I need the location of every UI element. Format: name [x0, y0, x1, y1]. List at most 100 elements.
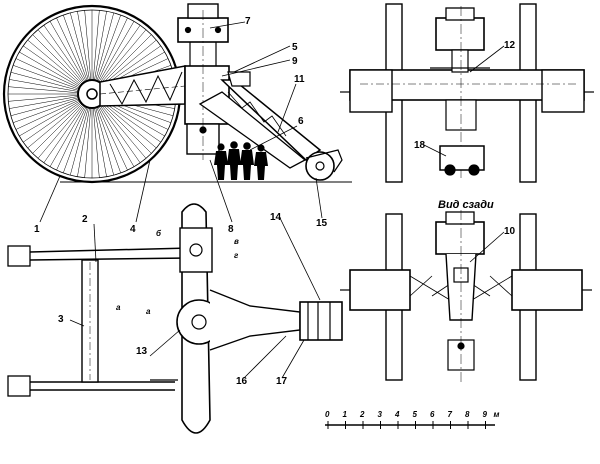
wheel-spoke	[96, 14, 121, 81]
section-letter-b: б	[156, 229, 162, 238]
callout-11: 11	[294, 74, 305, 85]
scale-tick-label: 9	[483, 410, 488, 419]
scale-tick-label: 1	[343, 410, 348, 419]
wheel-spoke	[12, 65, 79, 90]
section-letter-a-left: а	[116, 303, 121, 312]
wheel-spoke	[43, 105, 85, 163]
callout-13: 13	[136, 346, 148, 357]
scale-tick-label: 7	[448, 410, 453, 419]
wheel-spoke	[9, 79, 79, 92]
wheel-spoke	[10, 72, 79, 91]
wheel-spoke	[70, 107, 89, 176]
wheel-spoke	[100, 29, 147, 84]
wheel-spoke	[8, 86, 79, 94]
wheel-spoke	[92, 107, 100, 178]
wheel-spoke	[95, 107, 114, 176]
wheel-spoke	[97, 17, 128, 82]
scale-tick-label: 8	[465, 410, 470, 419]
callout-2: 2	[82, 214, 88, 225]
callout-9: 9	[292, 56, 298, 67]
callout-8: 8	[228, 224, 234, 235]
wheel-spoke	[27, 102, 82, 149]
central-tower	[177, 3, 230, 160]
wheel-spoke	[102, 102, 157, 149]
wheel-spoke	[8, 94, 79, 102]
wheel-spoke	[37, 29, 84, 84]
callout-5: 5	[292, 42, 298, 53]
wheel-spoke	[84, 107, 92, 178]
wheel-spoke	[99, 105, 141, 163]
inclined-boom	[198, 71, 322, 169]
callout-7: 7	[245, 16, 251, 27]
wheel-spoke	[99, 25, 141, 83]
wheel-spoke	[77, 107, 90, 177]
callout-15: 15	[316, 218, 328, 229]
scale-tick-label: 0	[325, 410, 330, 419]
wheel-spoke	[27, 39, 82, 86]
small-rear-wheel	[305, 149, 343, 181]
wheel-spoke	[96, 107, 121, 174]
wheel-spoke	[103, 100, 165, 137]
callout-3: 3	[58, 314, 64, 325]
section-letter-g: г	[234, 251, 239, 260]
wheel-spoke	[103, 101, 161, 143]
wheel-spoke	[9, 96, 79, 109]
callout-10: 10	[504, 226, 516, 237]
wheel-spoke	[97, 106, 128, 171]
wheel-spoke	[23, 101, 81, 143]
scale-unit: м	[494, 410, 500, 419]
wheel-spoke	[15, 58, 80, 89]
wheel-spoke	[94, 107, 107, 177]
wheel-spoke	[84, 10, 92, 81]
scale-tick-label: 2	[359, 410, 365, 419]
wheel-spoke	[49, 105, 86, 167]
wheel-spoke	[32, 103, 83, 154]
rear-view-title: Вид сзади	[438, 199, 494, 211]
wheel-spoke	[15, 99, 80, 130]
wheel-spoke	[19, 51, 81, 88]
callout-16: 16	[236, 376, 248, 387]
callout-1: 1	[34, 224, 40, 235]
section-letter-v: в	[234, 237, 239, 246]
wheel-spoke	[92, 10, 100, 81]
wheel-spoke	[37, 104, 84, 159]
callout-4: 4	[130, 224, 136, 235]
wheel-spoke	[43, 25, 85, 83]
wheel-spoke	[19, 100, 81, 137]
scale-tick-label: 6	[430, 410, 435, 419]
front-view	[340, 3, 594, 183]
leader-lines	[39, 21, 505, 379]
wheel-spoke	[102, 39, 157, 86]
wheel-spoke	[94, 11, 107, 81]
wheel-spoke	[12, 98, 79, 123]
wheel-spoke	[32, 34, 83, 85]
wheel-spoke	[63, 14, 88, 81]
wheel-spoke	[98, 105, 135, 167]
callout-12: 12	[504, 40, 516, 51]
wheel-spoke	[77, 11, 90, 81]
wheel-spoke	[95, 12, 114, 81]
wheel-truss-arm	[99, 65, 186, 107]
callout-18: 18	[414, 140, 426, 151]
scale-tick-label: 4	[394, 410, 400, 419]
scale-tick-label: 5	[413, 410, 418, 419]
callout-17: 17	[276, 376, 288, 387]
wheel-spoke	[101, 103, 152, 154]
side-view	[2, 3, 352, 184]
wheel-spoke	[98, 21, 135, 83]
human-figures	[214, 141, 268, 180]
wheel-spoke	[56, 106, 87, 171]
wheel-spoke	[10, 97, 79, 116]
wheel-spoke	[101, 34, 152, 85]
wheel-spoke	[63, 107, 88, 174]
callout-14: 14	[270, 212, 282, 223]
wheel-spoke	[49, 21, 86, 83]
wheel-spoke	[70, 12, 89, 81]
wheel-spoke	[23, 45, 81, 87]
wheel-spoke	[56, 17, 87, 82]
wheel-spoke	[100, 104, 147, 159]
scale-tick-label: 3	[378, 410, 383, 419]
plan-view	[7, 203, 343, 434]
